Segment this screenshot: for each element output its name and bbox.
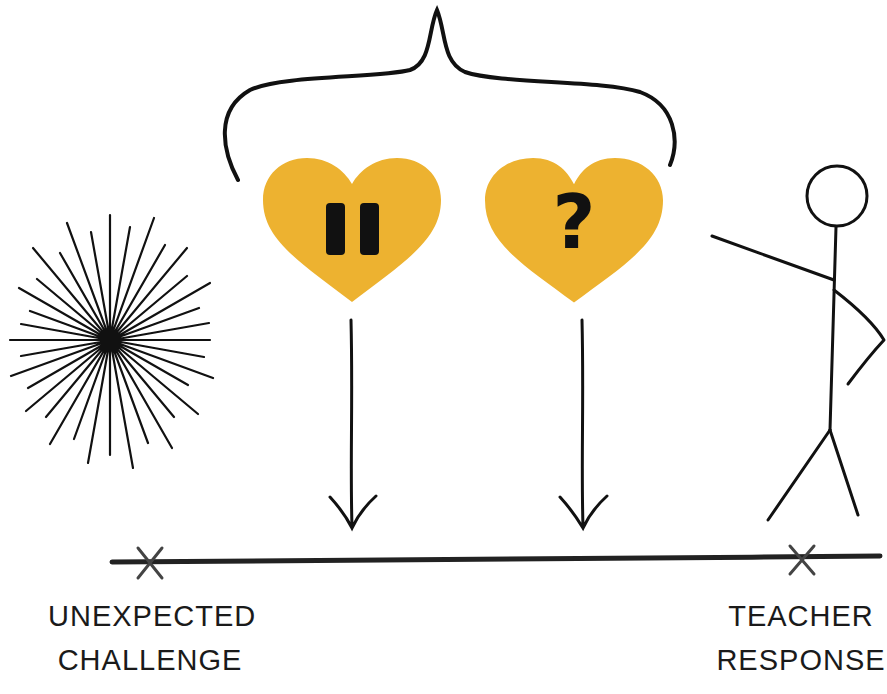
- pause-heart: [263, 158, 441, 302]
- pause-bar: [360, 203, 379, 255]
- down-arrow: [560, 320, 607, 528]
- heart-fill: [485, 158, 663, 303]
- curly-brace: [225, 10, 675, 180]
- timeline-mark: [790, 546, 814, 574]
- timeline-label: TEACHER RESPONSE: [716, 594, 886, 682]
- heart-symbol: ?: [485, 158, 663, 286]
- timeline-mark: [138, 548, 162, 578]
- starburst: [10, 215, 213, 468]
- question-heart: ?: [485, 158, 663, 304]
- timeline-label: UNEXPECTED CHALLENGE: [48, 594, 252, 682]
- down-arrow: [330, 320, 376, 528]
- timeline: [112, 556, 880, 562]
- pause-bar: [326, 203, 345, 255]
- stick-figure: [712, 166, 884, 520]
